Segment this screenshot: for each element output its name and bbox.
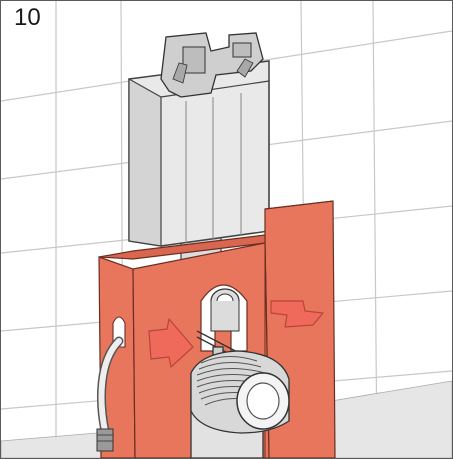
cistern-tank	[128, 32, 270, 247]
push-arrow-icon	[148, 318, 194, 368]
push-arrow-icon	[270, 300, 324, 328]
inlet-fitting	[210, 288, 240, 332]
supply-hose	[96, 336, 124, 452]
drain-connector	[190, 350, 290, 458]
step-number: 10	[12, 4, 43, 31]
